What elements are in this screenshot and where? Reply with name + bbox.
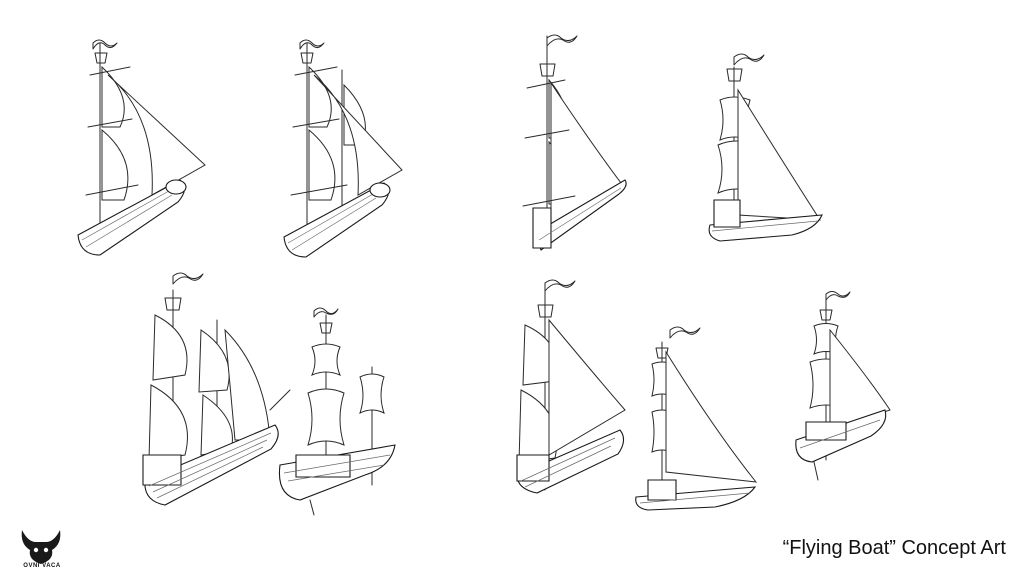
boat-sketch-4 — [700, 45, 840, 260]
ovni-vaca-logo — [18, 526, 64, 572]
boat-sketch-1 — [60, 15, 220, 270]
boat-sketch-7 — [505, 275, 645, 510]
boat-sketch-9 — [790, 290, 900, 495]
boat-sketch-3 — [505, 28, 645, 263]
boat-sketch-8 — [630, 322, 770, 522]
boat-sketch-5 — [125, 270, 295, 515]
cow-alien-logo-icon — [21, 530, 61, 564]
boat-sketch-6 — [270, 305, 410, 520]
page-title: “Flying Boat” Concept Art — [782, 537, 1006, 559]
boat-sketch-2 — [262, 15, 422, 270]
logo-text: OVNI VACA — [23, 563, 61, 569]
